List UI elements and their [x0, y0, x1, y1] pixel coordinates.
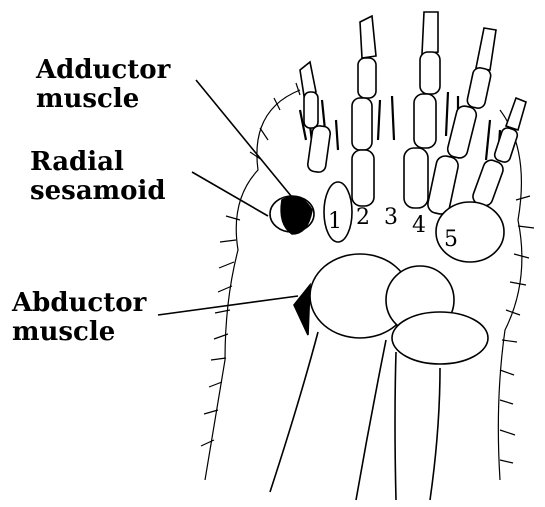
leader-lines — [158, 80, 298, 315]
abductor-label-line1: Abductor — [12, 289, 146, 318]
abductor-label-line2: muscle — [12, 318, 146, 347]
digit-4-label: 4 — [412, 213, 426, 238]
digit-3-label: 3 — [384, 205, 398, 230]
adductor-muscle-label: Adductor muscle — [36, 56, 170, 114]
adductor-label-line2: muscle — [36, 85, 170, 114]
radial-label-line2: sesamoid — [30, 177, 166, 206]
digit-5-label: 5 — [444, 227, 458, 252]
radial-sesamoid-label: Radial sesamoid — [30, 148, 166, 206]
digit-1-label: 1 — [328, 209, 342, 234]
adductor-label-line1: Adductor — [36, 56, 170, 85]
abductor-muscle-label: Abductor muscle — [12, 289, 146, 347]
digit-2-label: 2 — [356, 205, 370, 230]
leader-abductor — [158, 296, 298, 315]
leader-radial — [192, 172, 268, 216]
radial-label-line1: Radial — [30, 148, 166, 177]
